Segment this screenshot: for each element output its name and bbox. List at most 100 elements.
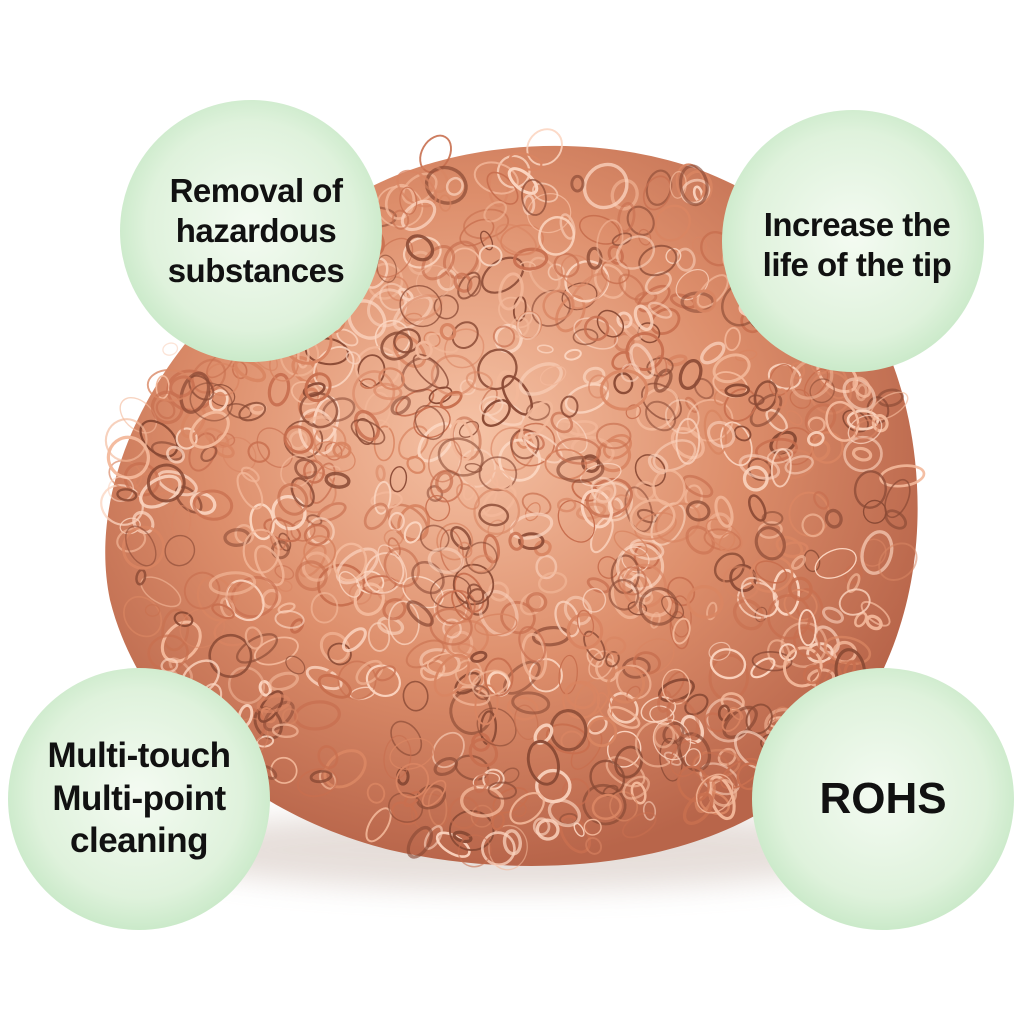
wire-curl [268, 671, 300, 692]
wire-curl [825, 400, 860, 442]
wire-curl [586, 716, 618, 748]
wire-curl [365, 664, 401, 698]
wire-curl [376, 254, 398, 283]
wire-curl [682, 474, 714, 498]
wire-curl [189, 382, 233, 422]
wire-curl [238, 401, 267, 422]
wire-curl [532, 182, 559, 203]
wire-curl [615, 235, 656, 270]
wire-curl [670, 427, 705, 460]
wire-curl [738, 454, 781, 480]
wire-curl [470, 554, 494, 574]
wire-curl [466, 275, 482, 297]
wire-curl [884, 478, 911, 519]
wire-curl [458, 541, 473, 559]
wire-curl [603, 636, 627, 656]
wire-curl [635, 589, 654, 605]
wire-curl [435, 831, 471, 858]
wire-curl [721, 709, 742, 732]
wire-curl [474, 684, 499, 726]
wire-curl [364, 391, 392, 428]
wire-curl [609, 791, 638, 822]
wire-curl [466, 583, 485, 603]
wire-curl [382, 598, 407, 621]
wire-curl [531, 289, 571, 327]
wire-curl [532, 817, 551, 836]
wire-curl [200, 445, 218, 463]
wire-curl [523, 432, 563, 464]
wire-curl [521, 178, 547, 216]
wire-curl [617, 201, 636, 233]
wire-curl [642, 801, 657, 821]
wire-curl [119, 397, 158, 434]
wire-curl [419, 134, 452, 174]
wire-curl [310, 592, 339, 624]
wire-curl [290, 477, 315, 508]
wire-curl [583, 818, 602, 836]
wire-curl [520, 400, 554, 440]
wire-curl [634, 512, 677, 541]
wire-curl [411, 560, 445, 595]
wire-curl [399, 186, 418, 215]
wire-curl [106, 435, 150, 480]
wire-curl [144, 604, 161, 617]
wire-curl [155, 398, 176, 420]
wire-curl [375, 464, 386, 482]
wire-curl [391, 209, 410, 230]
wire-curl [708, 641, 731, 661]
wire-curl [695, 773, 734, 814]
wire-curl [350, 419, 386, 445]
wire-curl [596, 692, 613, 719]
wire-curl [183, 571, 221, 610]
wire-curl [283, 425, 314, 454]
wire-curl [750, 657, 776, 679]
wire-curl [247, 441, 271, 463]
wire-curl [498, 438, 542, 482]
wire-curl [180, 406, 207, 439]
wire-curl [188, 374, 215, 401]
wire-curl [613, 530, 648, 557]
wire-curl [389, 466, 408, 493]
wire-curl [242, 528, 280, 574]
wire-curl [783, 588, 818, 621]
wire-curl [556, 456, 605, 483]
wire-curl [596, 309, 625, 338]
wire-curl [430, 354, 477, 397]
wire-curl [396, 169, 438, 208]
wire-curl [608, 578, 640, 611]
wire-curl [491, 812, 505, 831]
wire-curl [718, 532, 736, 552]
wire-curl [724, 383, 750, 398]
wire-curl [599, 369, 649, 411]
wire-curl [412, 353, 449, 390]
wire-curl [607, 706, 641, 729]
wire-curl [585, 477, 633, 518]
wire-curl [846, 409, 880, 431]
wire-curl [480, 230, 494, 251]
wire-curl [317, 673, 352, 699]
wire-curl [274, 564, 295, 580]
wire-curl [473, 685, 490, 701]
wire-curl [353, 409, 381, 442]
wire-curl [449, 688, 493, 735]
wire-curl [775, 388, 788, 409]
wire-curl [788, 576, 813, 602]
wire-curl [647, 301, 673, 319]
wire-curl [378, 367, 405, 391]
feature-text-tip-life: Increase the life of the tip [762, 205, 952, 283]
wire-curl [373, 480, 392, 515]
wire-curl [442, 618, 462, 639]
wire-curl [208, 571, 257, 596]
wire-curl [389, 737, 435, 770]
wire-curl [616, 542, 665, 591]
feature-text-hazardous-removal: Removal of hazardous substances [167, 171, 345, 290]
wire-curl [707, 512, 733, 539]
wire-curl [317, 465, 341, 480]
wire-curl [360, 378, 377, 390]
wire-curl [196, 575, 236, 622]
wire-curl [171, 504, 192, 540]
wire-curl [417, 422, 455, 463]
wire-curl [712, 371, 748, 398]
wire-curl [399, 285, 443, 328]
wire-curl [312, 441, 356, 473]
